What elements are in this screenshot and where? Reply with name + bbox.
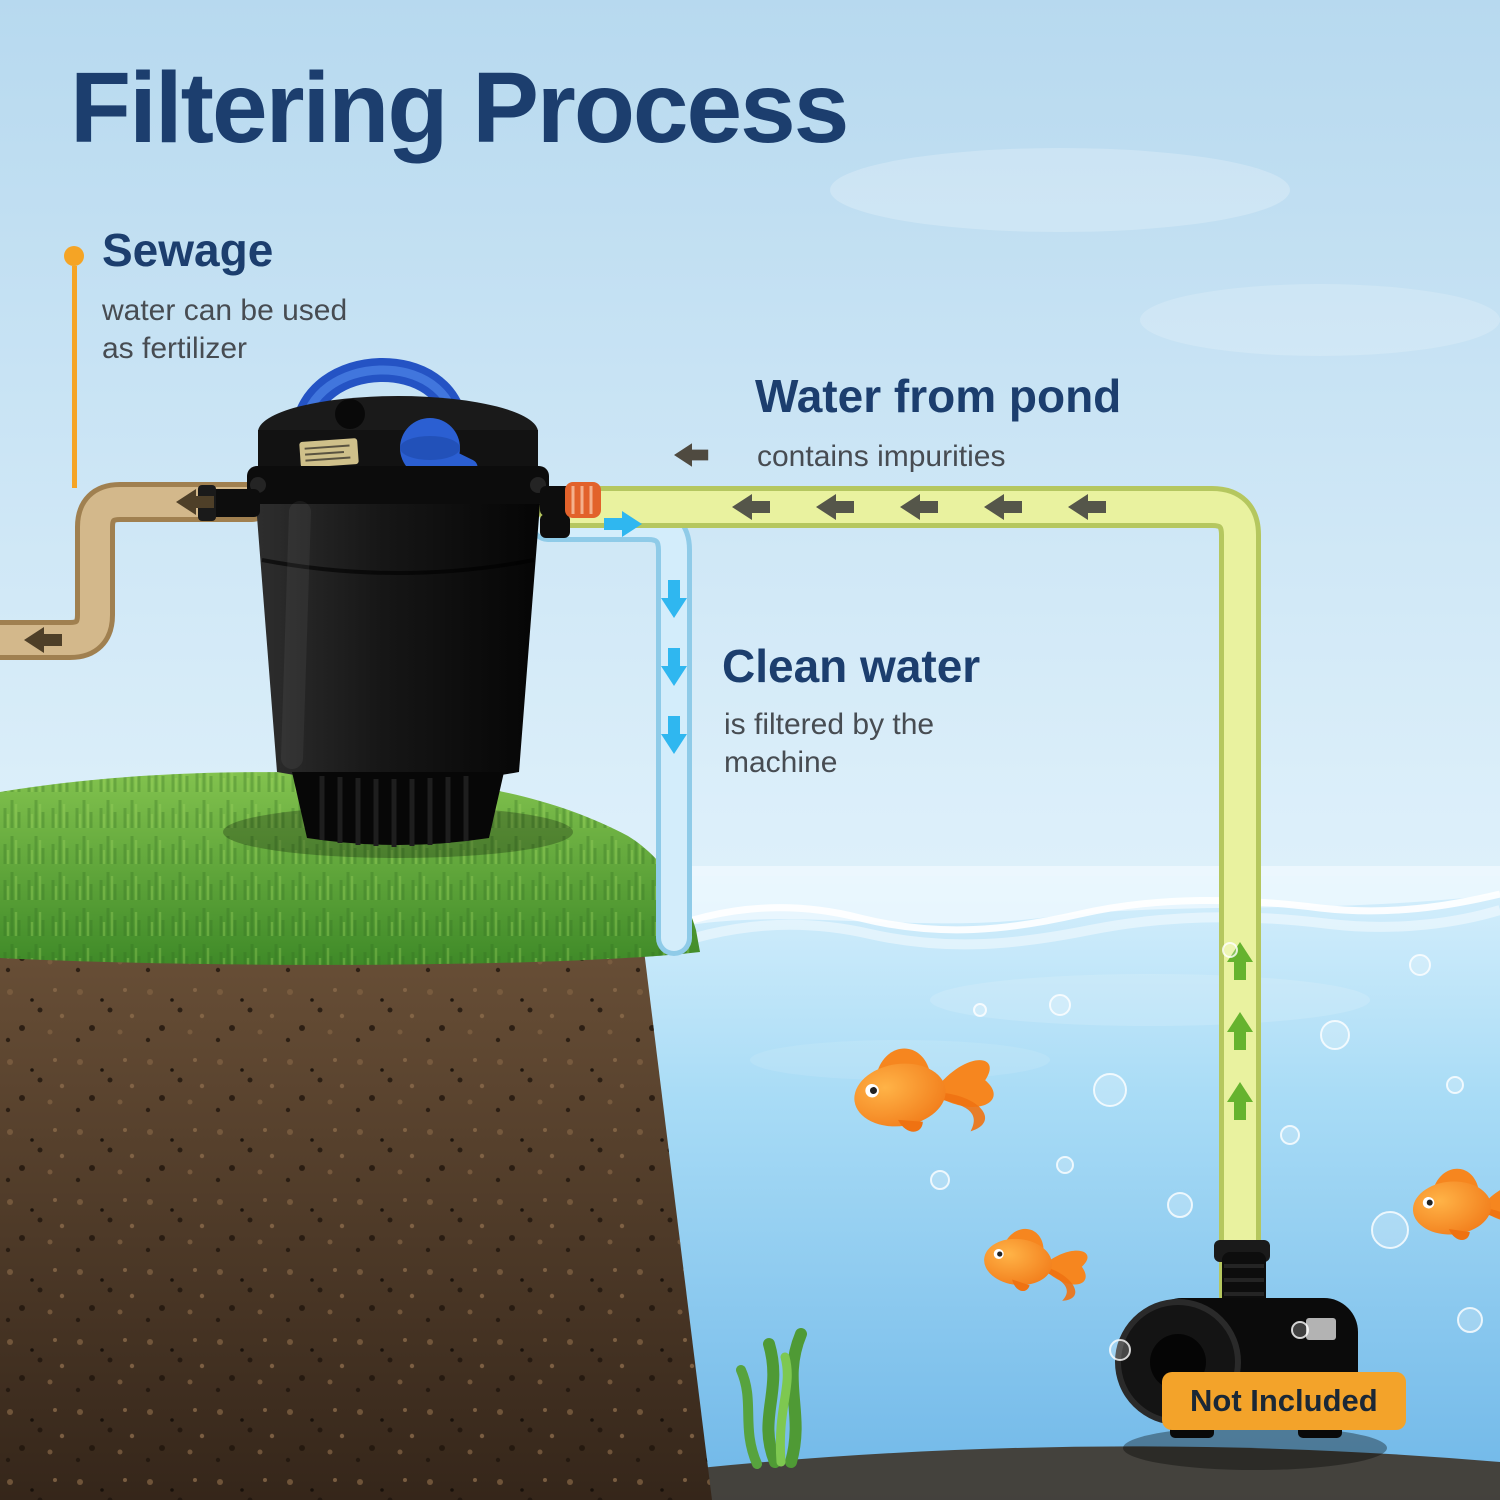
clean-water-description-line1: is filtered by the (724, 708, 935, 741)
filter-unit (198, 358, 601, 858)
pond-water-pipe (537, 486, 1261, 1321)
sewage-heading: Sewage (102, 224, 274, 276)
clean-water-description: is filtered by the machine (724, 706, 934, 783)
orange-hose-fitting (565, 482, 601, 518)
sewage-description: water can be used as fertilizer (102, 292, 347, 369)
sewage-guide-line (72, 266, 77, 488)
clean-water-heading: Clean water (722, 640, 981, 692)
clean-water-description-line2: machine (724, 746, 838, 780)
cloud (1140, 284, 1500, 356)
soil-cross-section (0, 918, 712, 1500)
sewage-pipe (0, 482, 272, 660)
sewage-bullet-dot (64, 246, 84, 266)
page-title: Filtering Process (70, 52, 849, 164)
sewage-description-line1: water can be used (102, 294, 348, 327)
grass-ledge (0, 772, 700, 965)
not-included-badge: Not Included (1162, 1372, 1406, 1430)
pond-heading: Water from pond (755, 370, 1122, 422)
seaweed (736, 1328, 807, 1469)
sewage-description-line2: as fertilizer (102, 332, 248, 366)
cloud (830, 148, 1290, 232)
pond-subtitle: contains impurities (757, 440, 1006, 473)
bubbles (930, 942, 1483, 1361)
